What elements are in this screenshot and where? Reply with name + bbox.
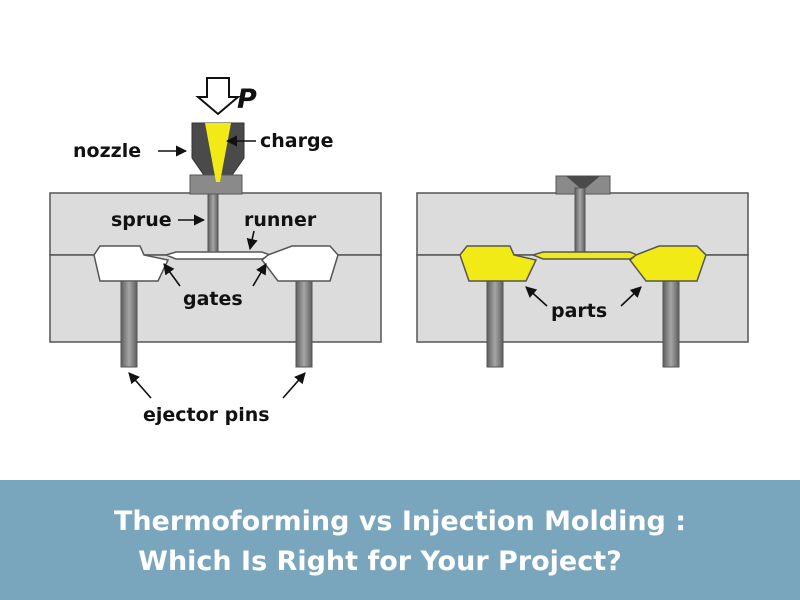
parts-label: parts	[551, 300, 607, 322]
left-cavity-1	[93, 245, 170, 282]
right-nozzle-tip	[566, 176, 600, 188]
molded-runner	[530, 251, 639, 260]
pressure-label: P	[237, 84, 257, 115]
right-ejector-pin-2	[662, 280, 680, 368]
banner-title-line-2: Which Is Right for Your Project?	[138, 546, 622, 577]
right-mold: parts	[416, 175, 749, 368]
ejector-pins-label: ejector pins	[143, 404, 270, 426]
charge-plastic	[205, 123, 231, 182]
molded-part-1	[459, 245, 538, 282]
left-ejector-pin-2	[295, 280, 313, 368]
banner-title-line-1: Thermoforming vs Injection Molding :	[113, 506, 687, 537]
runner-pointer-arrow	[246, 230, 258, 251]
nozzle-label: nozzle	[73, 140, 141, 162]
parts-pointer-arrow-2	[620, 286, 642, 307]
left-runner-channel	[163, 251, 272, 260]
parts-pointer-arrow-1	[525, 286, 548, 307]
right-sprue	[574, 187, 586, 253]
gates-label: gates	[183, 288, 243, 310]
charge-label: charge	[260, 130, 333, 152]
title-banner: Thermoforming vs Injection Molding : Whi…	[0, 480, 800, 600]
molded-part-2	[628, 245, 707, 282]
pressure-arrow-icon	[195, 77, 241, 116]
sprue-label: sprue	[111, 209, 172, 231]
left-ejector-pin-1	[120, 280, 138, 368]
left-mold: P nozzle charge sprue runner gates eject…	[49, 77, 382, 426]
right-ejector-pin-1	[486, 280, 504, 368]
injection-molding-diagram: P nozzle charge sprue runner gates eject…	[49, 77, 749, 426]
ejector-pin-pointer-arrow-2	[282, 372, 306, 399]
runner-label: runner	[244, 209, 317, 231]
gate-pointer-arrow-2	[252, 263, 267, 287]
gate-pointer-arrow-1	[163, 263, 181, 287]
ejector-pin-pointer-arrow-1	[128, 372, 152, 399]
